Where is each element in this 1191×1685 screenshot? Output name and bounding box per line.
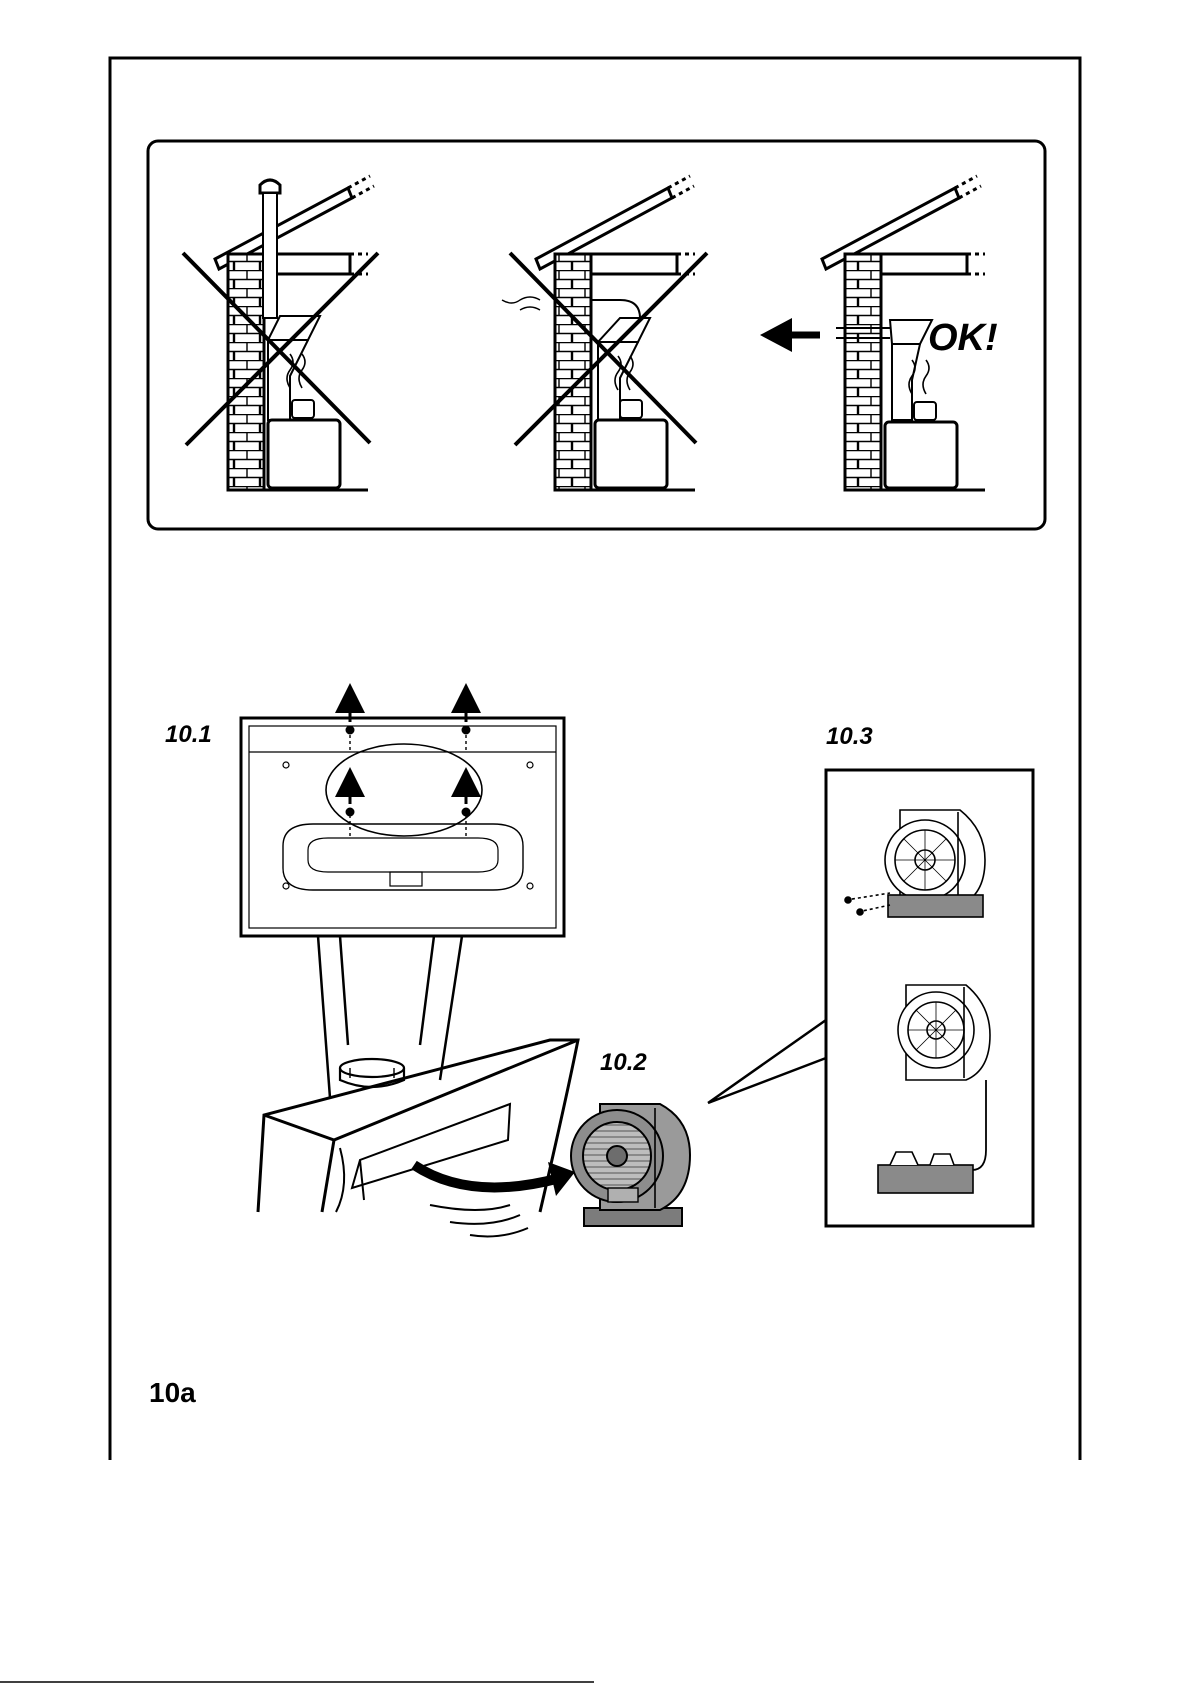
- figure-label-10-1: 10.1: [165, 721, 212, 748]
- figure-label-10-3: 10.3: [826, 723, 873, 750]
- fan-extraction-arrow: [414, 1162, 575, 1196]
- ok-label: OK!: [928, 317, 998, 359]
- figure-label-10-2: 10.2: [600, 1049, 647, 1076]
- hood-body: [258, 1040, 578, 1236]
- inner-plate-detail: [241, 718, 564, 936]
- callout-lines-10-3: [708, 1020, 826, 1103]
- section-label: 10a: [149, 1377, 196, 1408]
- fan-motor: [571, 1104, 690, 1226]
